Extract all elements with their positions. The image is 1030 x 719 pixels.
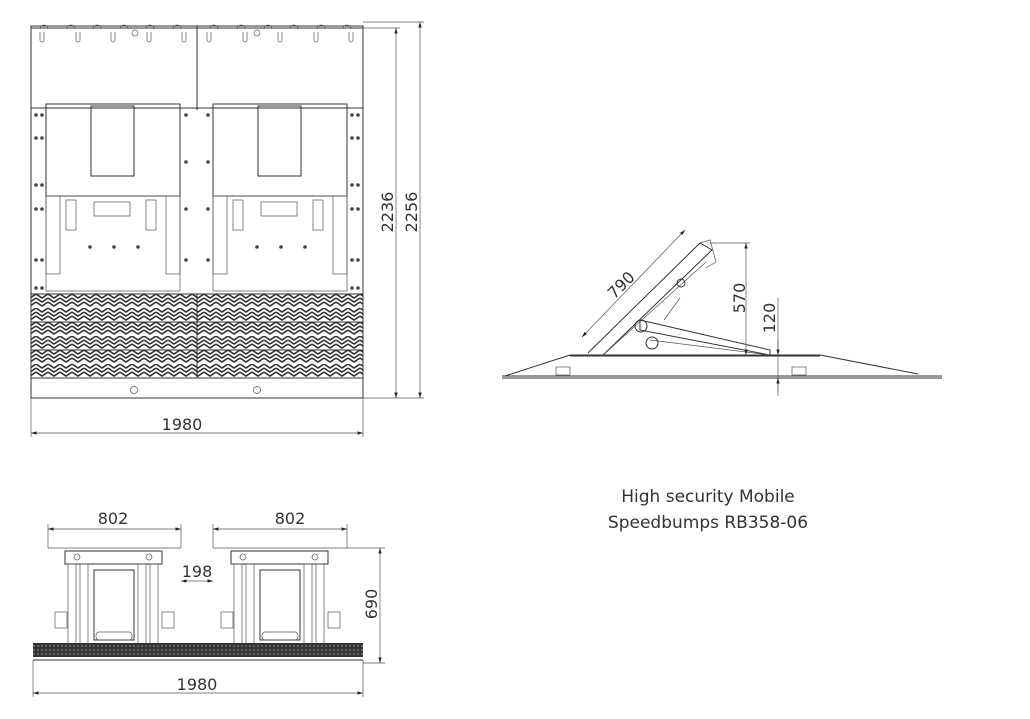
module-left [45, 103, 181, 292]
bolts [34, 113, 360, 290]
front-unit-left [54, 550, 175, 645]
front-view: 802 802 198 690 1980 [32, 509, 385, 697]
dim-2236: 2236 [378, 192, 397, 233]
title-line-1: High security Mobile [621, 487, 795, 507]
raised-plate [587, 242, 713, 357]
dim-2256: 2256 [402, 192, 421, 233]
hook-row [39, 24, 354, 43]
dim-570: 570 [730, 283, 749, 314]
ramp-profile [504, 354, 919, 377]
top-view: 2236 2256 1980 [30, 21, 424, 437]
dim-198: 198 [182, 562, 213, 581]
front-unit-right [220, 550, 341, 645]
dim-120: 120 [760, 303, 779, 334]
dim-802-right: 802 [275, 509, 306, 528]
module-right [212, 103, 348, 292]
title-line-2: Speedbumps RB358-06 [607, 513, 809, 533]
dim-690: 690 [362, 589, 381, 620]
dim-790: 790 [604, 268, 639, 303]
side-view: 790 570 120 [502, 229, 942, 396]
front-tread-base [33, 643, 363, 657]
dim-802-left: 802 [98, 509, 129, 528]
lift-arm [639, 319, 771, 356]
dim-1980-front: 1980 [177, 675, 218, 694]
dim-1980-top: 1980 [162, 415, 203, 434]
